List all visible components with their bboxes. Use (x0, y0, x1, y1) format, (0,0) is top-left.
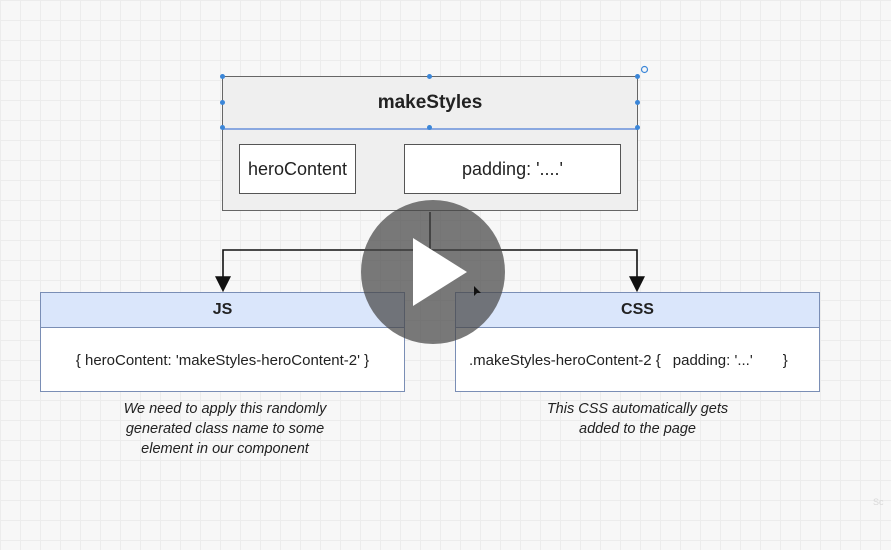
css-caption-line: added to the page (579, 421, 696, 437)
makestyles-title: makeStyles (377, 91, 483, 113)
makestyles-box[interactable]: makeStyles heroContent padding: '....' (222, 76, 638, 211)
selection-handle[interactable] (635, 125, 640, 130)
css-closing-brace: } (782, 351, 788, 369)
selection-handle[interactable] (427, 74, 432, 79)
selection-handle[interactable] (220, 125, 225, 130)
selection-handle[interactable] (220, 100, 225, 105)
selection-handle[interactable] (635, 74, 640, 79)
play-icon (413, 238, 467, 306)
watermark: Sc (873, 497, 884, 507)
js-caption: We need to apply this randomly generated… (80, 399, 370, 459)
play-button[interactable] (361, 200, 505, 344)
rotate-handle-icon[interactable] (640, 65, 649, 74)
js-caption-line: element in our component (141, 441, 309, 457)
css-selector: .makeStyles-heroContent-2 { (469, 351, 661, 369)
selection-handle[interactable] (635, 100, 640, 105)
js-caption-line: generated class name to some (125, 421, 325, 437)
css-caption: This CSS automatically gets added to the… (505, 399, 770, 439)
css-caption-line: This CSS automatically gets (546, 401, 729, 417)
selection-handle[interactable] (220, 74, 225, 79)
branch-to-js-arrow (215, 249, 430, 293)
js-card[interactable]: JS { heroContent: 'makeStyles-heroConten… (40, 292, 405, 392)
css-card-body: .makeStyles-heroContent-2 { padding: '..… (456, 328, 819, 392)
css-declaration: padding: '...' (672, 351, 753, 369)
js-card-title: JS (41, 293, 404, 328)
selection-handle[interactable] (427, 125, 432, 130)
js-caption-line: We need to apply this randomly (123, 401, 327, 417)
js-card-body: { heroContent: 'makeStyles-heroContent-2… (75, 351, 370, 369)
css-card[interactable]: CSS .makeStyles-heroContent-2 { padding:… (455, 292, 820, 392)
mouse-cursor-icon (474, 286, 481, 296)
hero-content-box[interactable]: heroContent (239, 144, 356, 194)
padding-value-box[interactable]: padding: '....' (404, 144, 621, 194)
css-card-title: CSS (456, 293, 819, 328)
